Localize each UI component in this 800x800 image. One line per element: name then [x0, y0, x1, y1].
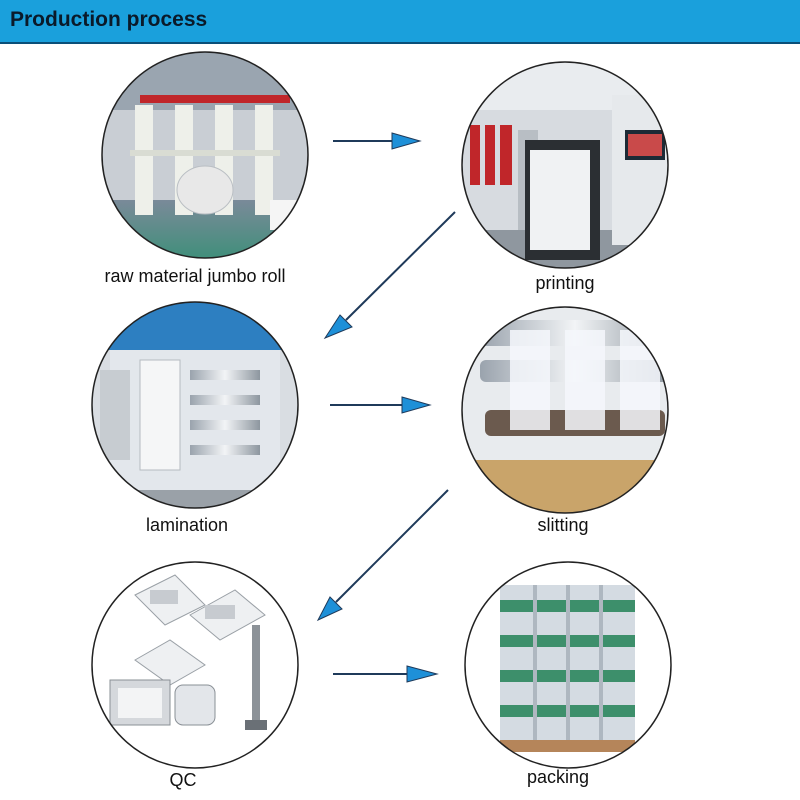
step-frame-slitting	[461, 306, 669, 514]
step-frame-printing	[461, 61, 669, 269]
step-frame-packing	[464, 561, 672, 769]
step-frame-lamination	[91, 301, 299, 509]
step-image-slitting	[461, 306, 669, 514]
step-image-lamination	[91, 301, 299, 509]
step-frame-raw-material	[101, 51, 309, 259]
step-image-raw-material	[101, 51, 309, 259]
header-bar: Production process	[0, 0, 800, 44]
arrow-lamination-to-slitting	[330, 396, 432, 414]
arrow-qc-to-packing	[333, 665, 439, 683]
step-label-packing: packing	[526, 767, 590, 787]
step-image-qc	[91, 561, 299, 769]
step-frame-qc	[91, 561, 299, 769]
step-label-lamination: lamination	[145, 515, 229, 535]
arrow-raw-to-printing	[333, 132, 422, 150]
step-image-packing	[464, 561, 672, 769]
step-label-printing: printing	[535, 273, 595, 293]
arrow-slitting-to-qc	[316, 489, 449, 622]
step-image-printing	[461, 61, 669, 269]
page-title: Production process	[10, 8, 208, 31]
arrow-printing-to-lamination	[323, 211, 456, 340]
step-label-slitting: slitting	[537, 515, 589, 535]
step-label-raw-material: raw material jumbo roll	[104, 266, 286, 286]
step-label-qc: QC	[169, 770, 197, 790]
